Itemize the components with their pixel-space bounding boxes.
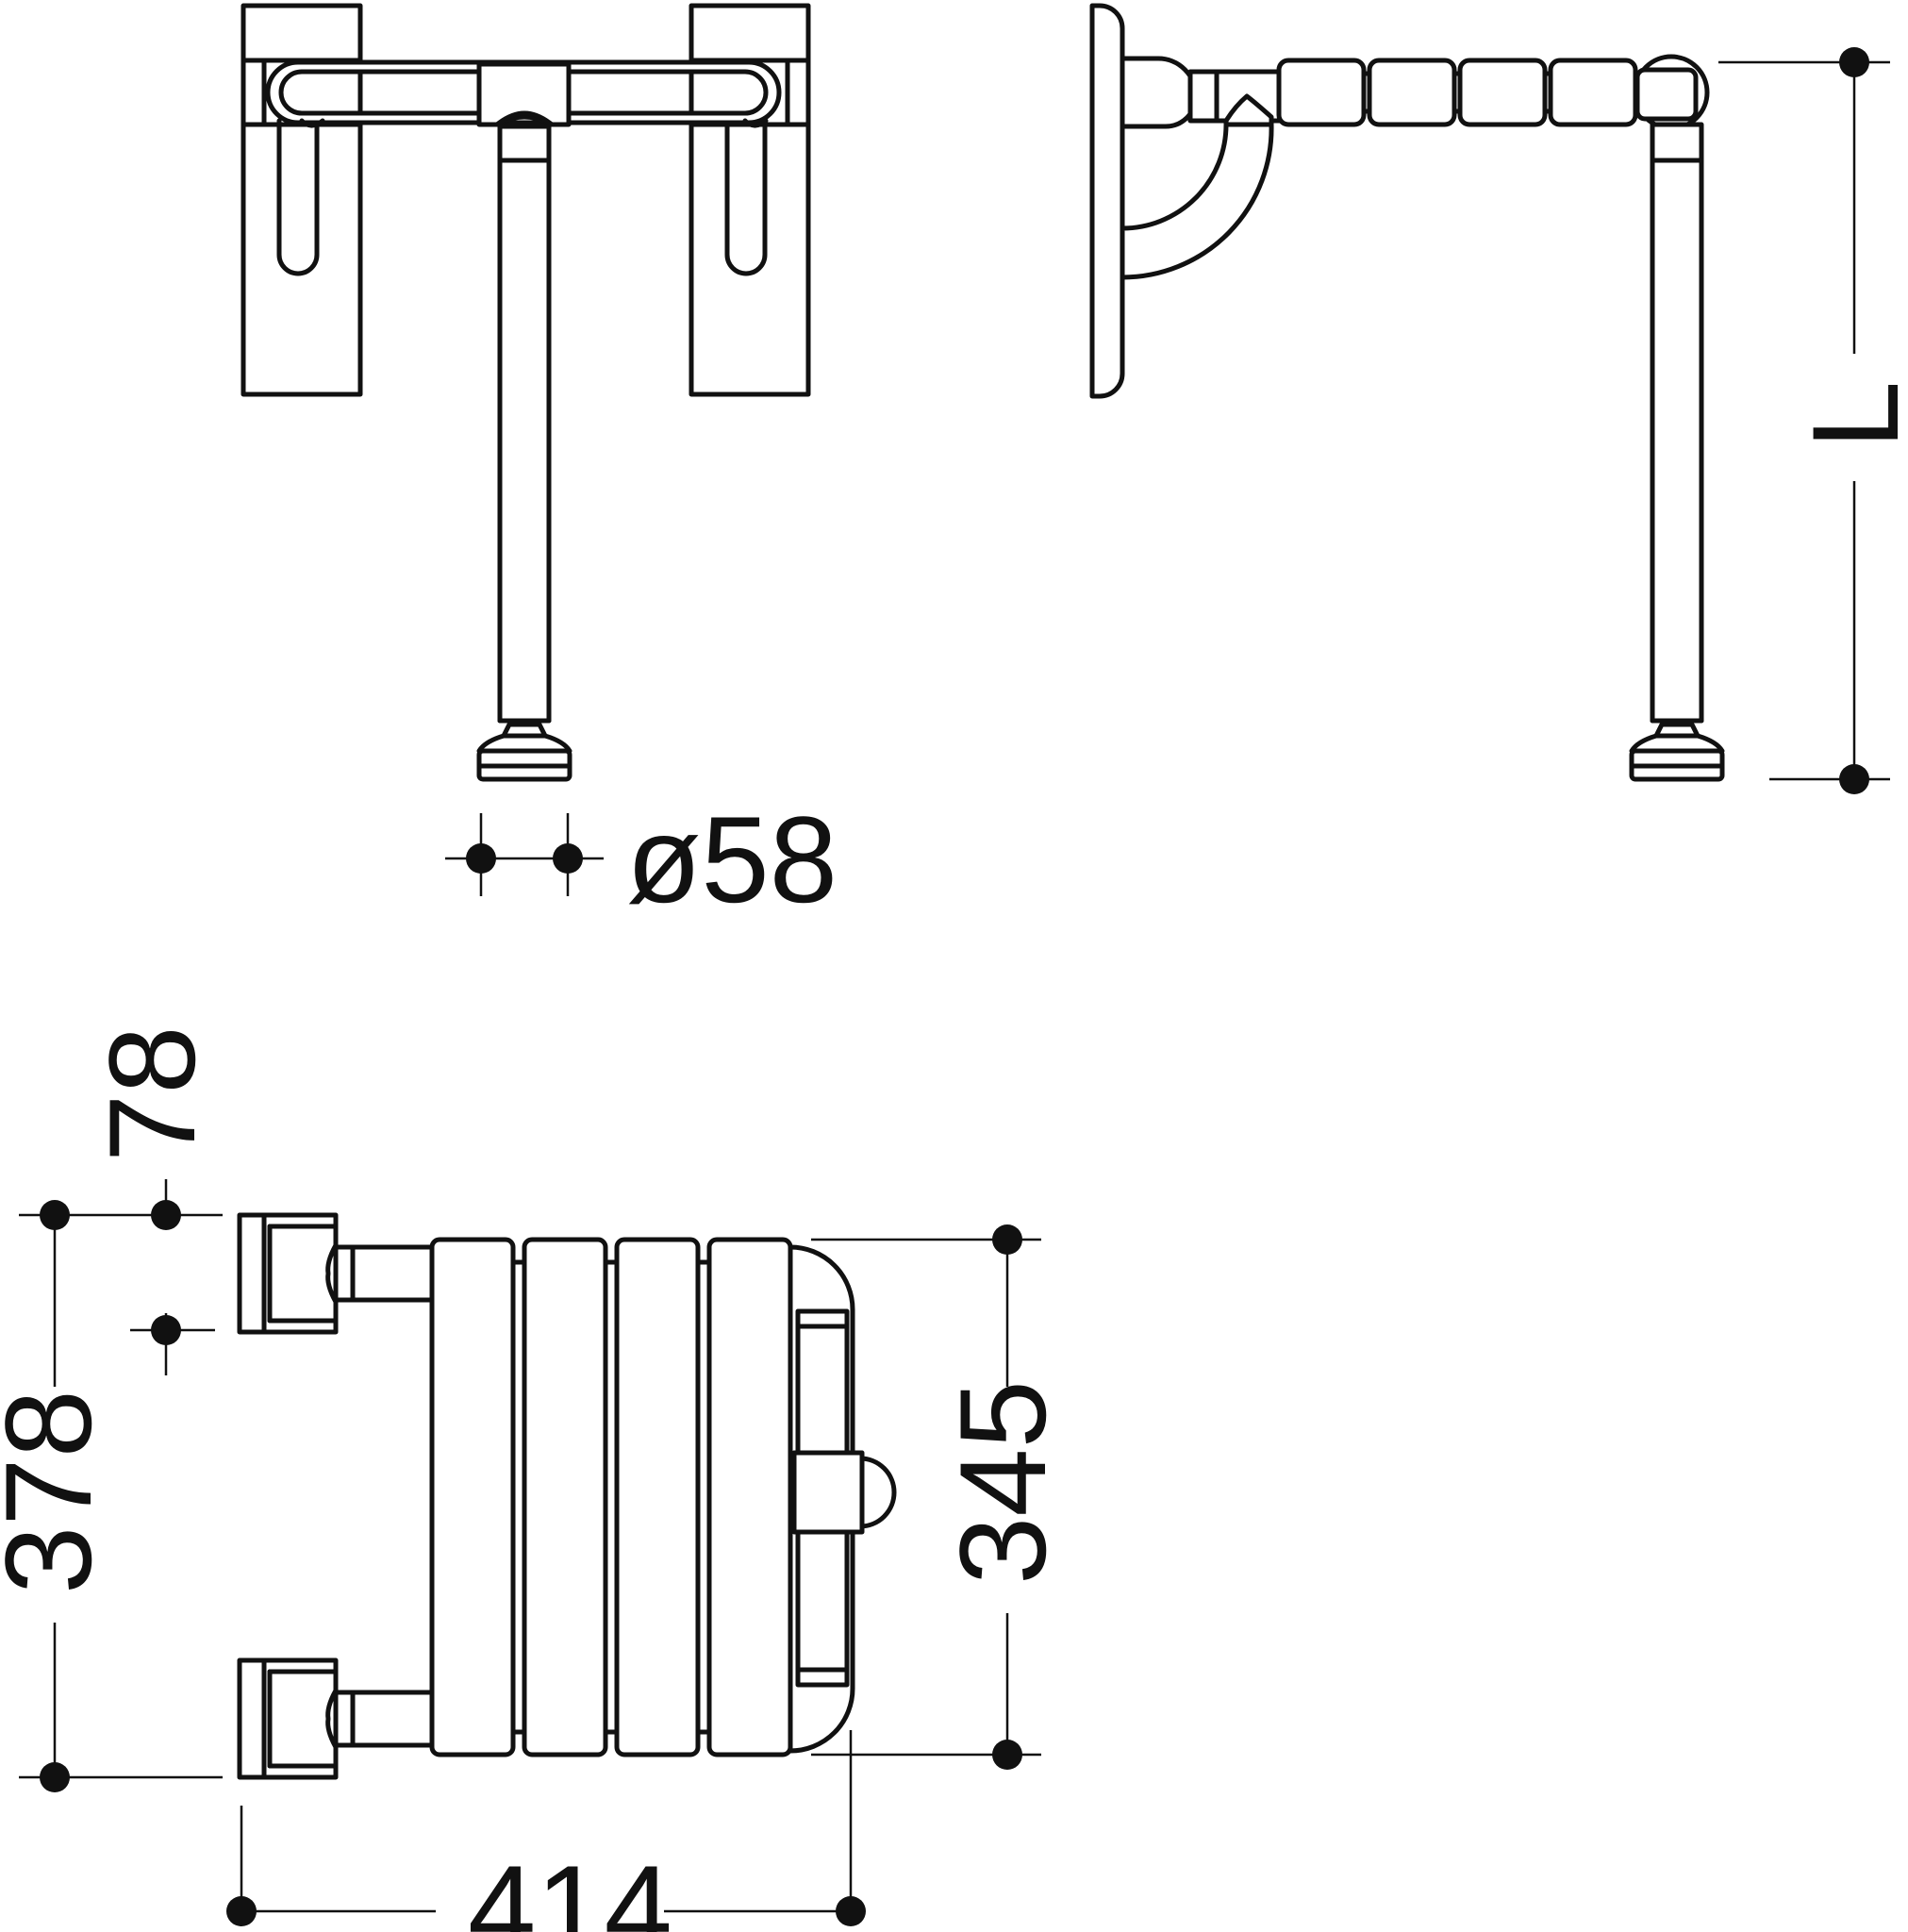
side-wall-plate	[1089, 3, 1125, 399]
length-label: L	[1786, 381, 1908, 449]
front-hinge	[1633, 54, 1710, 131]
leg-diameter-dimension: ø58	[445, 791, 838, 928]
side-view	[1089, 3, 1725, 782]
overall-depth-label: 378	[0, 1390, 117, 1594]
bracket-offset-label: 78	[83, 1025, 221, 1162]
overall-width-dimension: 414	[226, 1730, 866, 1932]
overall-width-label: 414	[468, 1840, 672, 1932]
rear-hinge	[1120, 56, 1199, 129]
leg-diameter-label: ø58	[626, 791, 838, 928]
seat-depth-dimension: 345	[811, 1224, 1071, 1770]
front-rail	[788, 1244, 897, 1754]
upper-bracket	[237, 1212, 439, 1335]
overall-depth-dimension: 378	[0, 1200, 223, 1792]
length-dimension: L	[1718, 47, 1908, 794]
side-leg-foot	[1629, 722, 1725, 782]
side-seat-bar	[1187, 69, 1293, 127]
seat-slats	[429, 1237, 793, 1757]
curved-strut	[1120, 122, 1274, 280]
front-view	[241, 3, 811, 782]
lower-bracket	[237, 1657, 439, 1780]
support-leg	[497, 124, 552, 724]
seat-depth-label: 345	[934, 1380, 1071, 1585]
side-support-leg	[1650, 122, 1704, 724]
leg-foot	[476, 722, 572, 782]
side-seat-slats	[1276, 58, 1638, 127]
top-view	[237, 1212, 897, 1780]
bracket-offset-dimension: 78	[19, 1025, 223, 1375]
release-handle	[791, 1450, 865, 1535]
centre-clamp	[476, 61, 572, 127]
